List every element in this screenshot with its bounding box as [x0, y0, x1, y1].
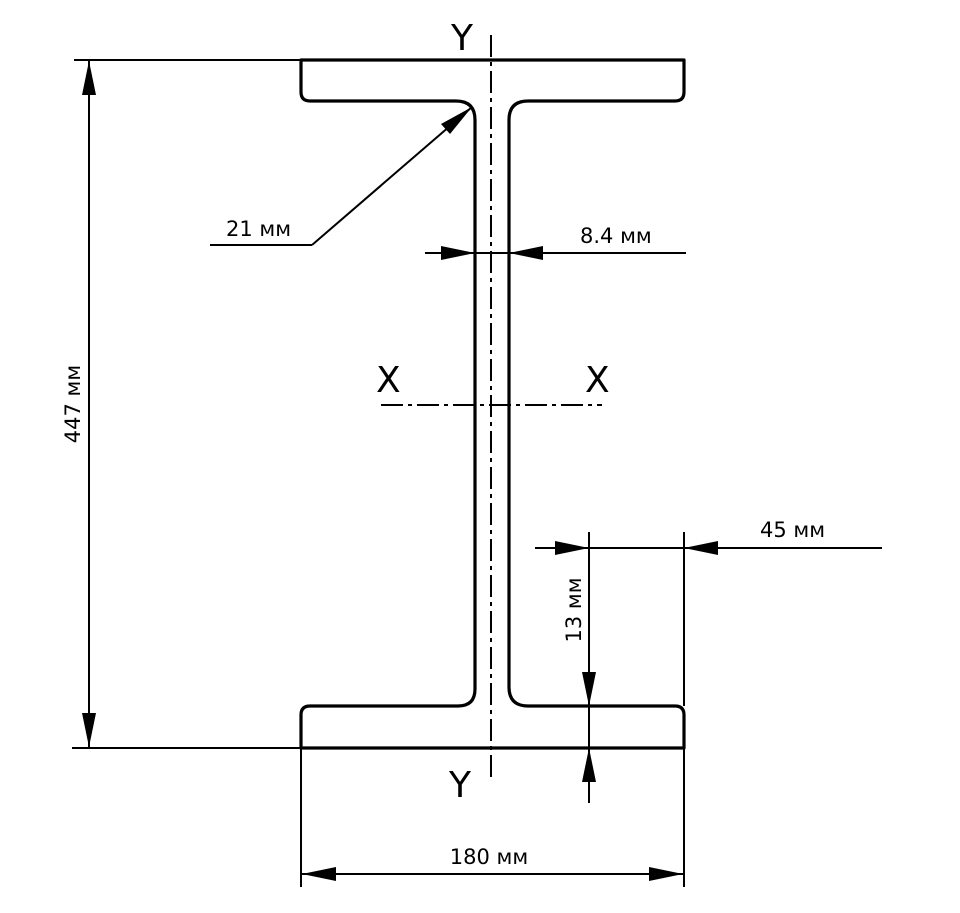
- arrowhead: [302, 867, 336, 881]
- x-axis-label-left: X: [376, 360, 401, 401]
- flange-width-dimension: 180 мм: [300, 748, 685, 887]
- arrowhead: [441, 246, 475, 260]
- arrowhead: [82, 713, 96, 747]
- arrowhead: [684, 541, 718, 555]
- arrowhead: [441, 107, 472, 134]
- arrowhead: [582, 672, 596, 706]
- arrowhead: [509, 246, 543, 260]
- flange-width-label: 180 мм: [450, 845, 528, 869]
- web-thickness-label: 8.4 мм: [580, 224, 652, 248]
- height-label: 447 мм: [61, 365, 85, 443]
- x-axis-label-right: X: [585, 360, 610, 401]
- fillet-radius-leader: 21 мм: [210, 106, 473, 246]
- y-axis-label-bottom: Y: [448, 765, 472, 806]
- arrowhead: [649, 867, 683, 881]
- web-thickness-dimension: 8.4 мм: [425, 224, 686, 260]
- height-dimension: 447 мм: [61, 59, 301, 749]
- fillet-radius-label: 21 мм: [226, 217, 291, 241]
- arrowhead: [582, 748, 596, 782]
- flange-thickness-dimension: 13 мм: [562, 548, 596, 803]
- arrowhead: [82, 61, 96, 95]
- arrowhead: [555, 541, 589, 555]
- flange-thickness-label: 13 мм: [562, 577, 586, 642]
- half-flange-label: 45 мм: [760, 518, 825, 542]
- y-axis-label-top: Y: [450, 18, 474, 59]
